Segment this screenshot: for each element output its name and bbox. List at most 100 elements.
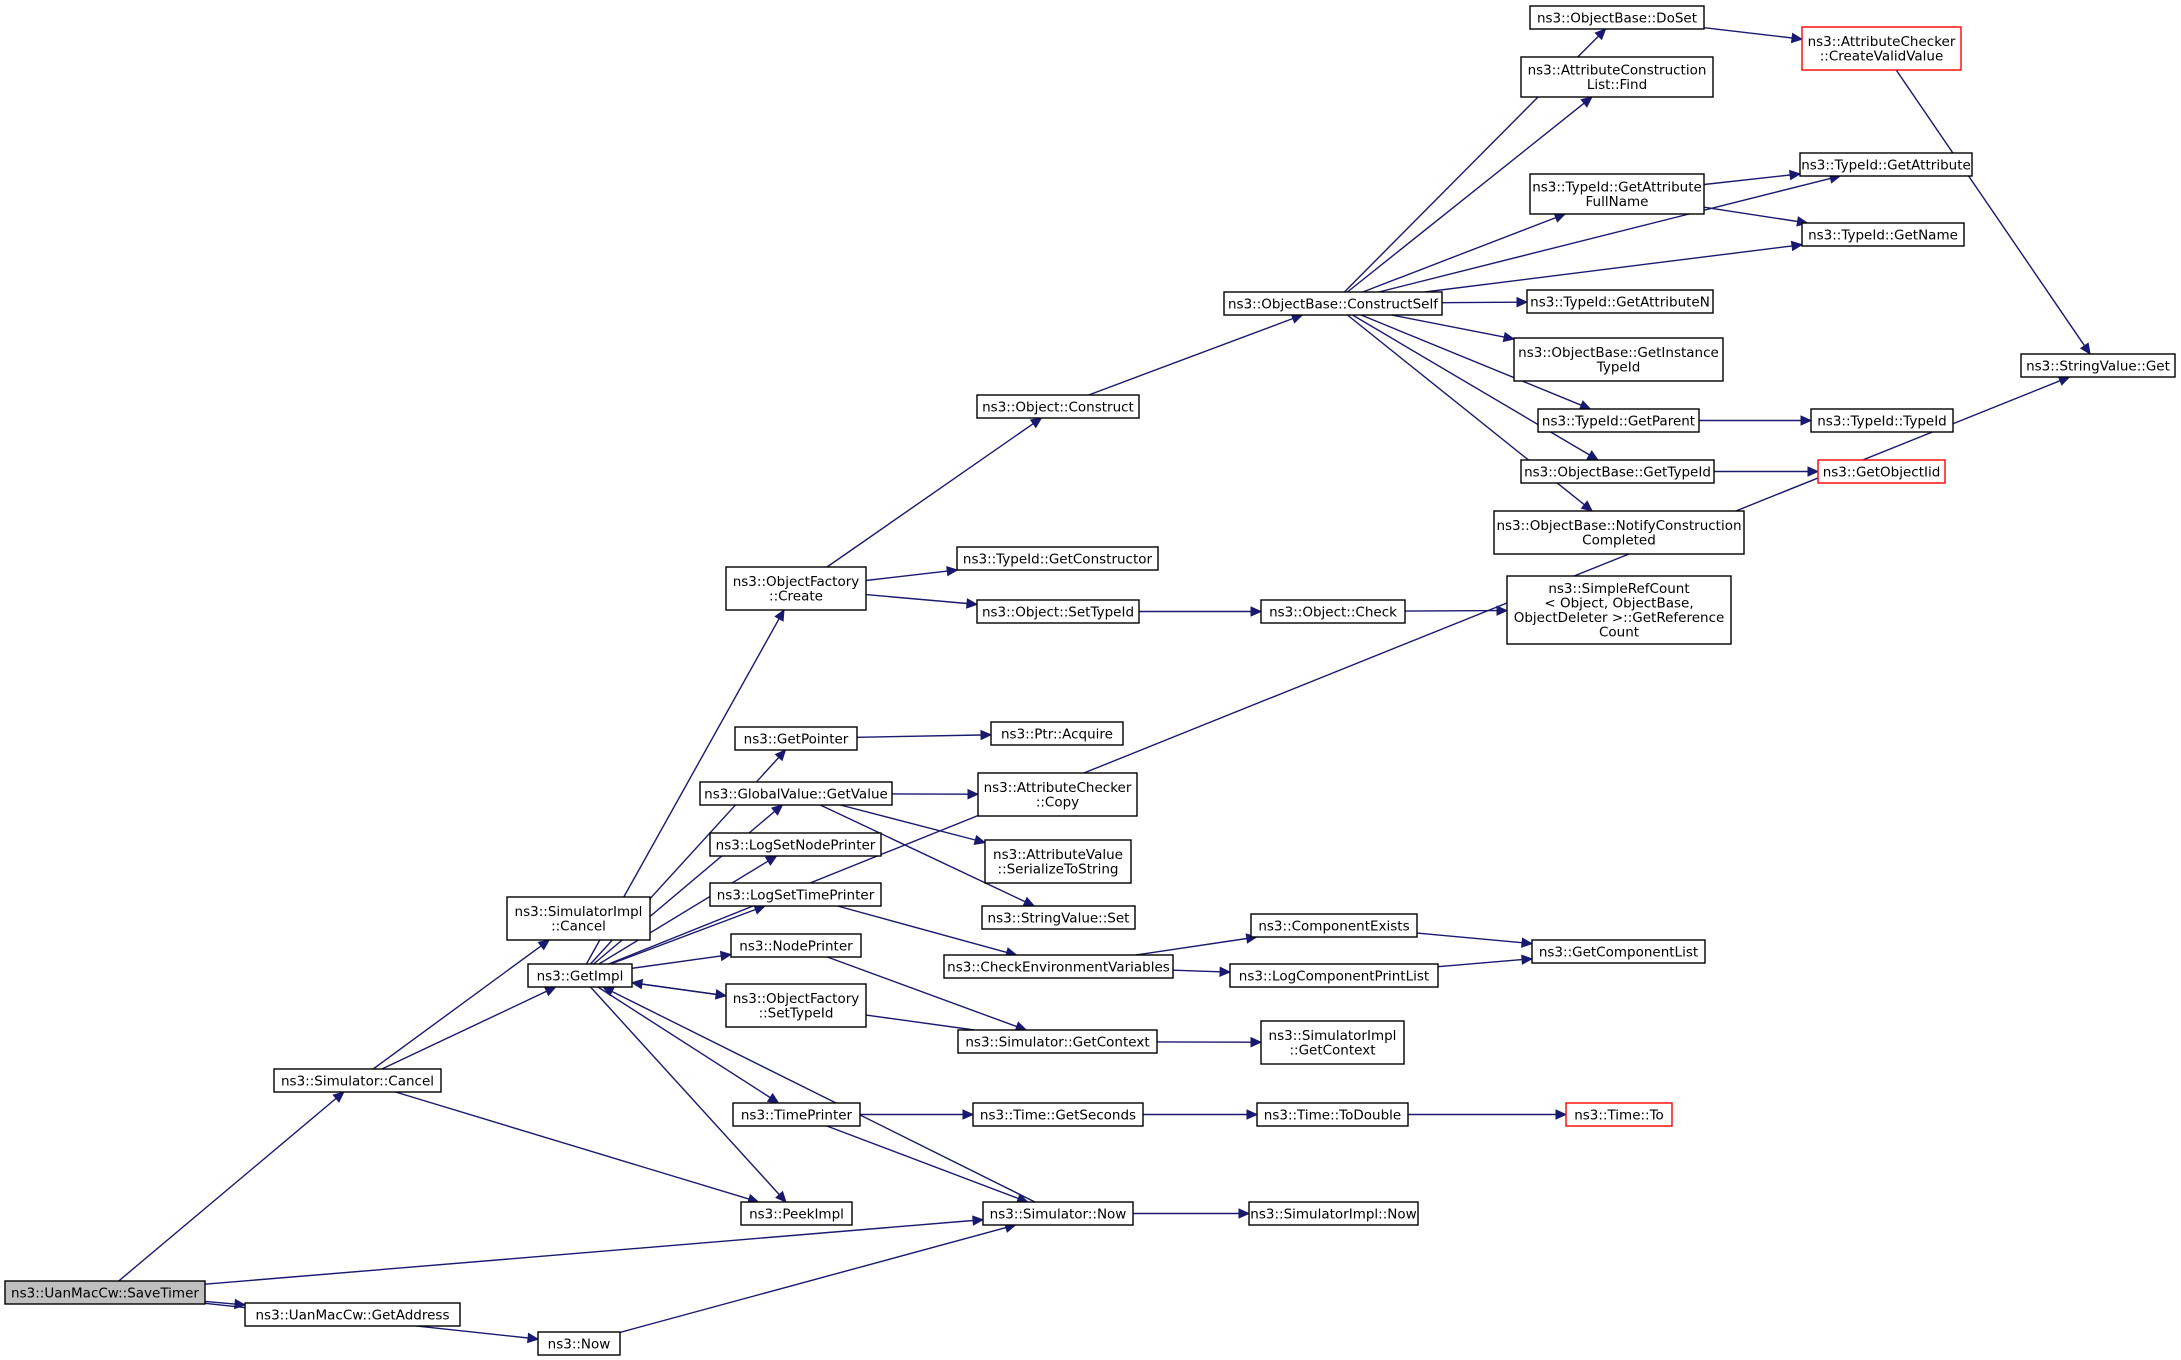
node-OBNotify[interactable]: ns3::ObjectBase::NotifyConstructionCompl… [1493, 510, 1745, 555]
node-TimeGetSeconds[interactable]: ns3::Time::GetSeconds [972, 1102, 1144, 1127]
node-box[interactable] [1801, 26, 1962, 71]
node-SimCancel[interactable]: ns3::Simulator::Cancel [273, 1068, 442, 1093]
node-OFCreate[interactable]: ns3::ObjectFactory::Create [725, 566, 867, 611]
node-box[interactable] [4, 1280, 206, 1305]
node-box[interactable] [1260, 1020, 1405, 1065]
node-SRCGetRefCount[interactable]: ns3::SimpleRefCount< Object, ObjectBase,… [1506, 575, 1732, 645]
node-OFSetTypeId[interactable]: ns3::ObjectFactory::SetTypeId [725, 983, 867, 1028]
node-box[interactable] [1817, 459, 1946, 484]
node-box[interactable] [1493, 510, 1745, 555]
node-box[interactable] [981, 905, 1136, 930]
node-box[interactable] [1799, 152, 1973, 177]
node-ObjSetTypeId[interactable]: ns3::Object::SetTypeId [976, 599, 1140, 624]
node-SVSet[interactable]: ns3::StringValue::Set [981, 905, 1136, 930]
node-SimImplNow[interactable]: ns3::SimulatorImpl::Now [1248, 1201, 1419, 1226]
node-box[interactable] [537, 1331, 621, 1356]
node-TIGetParent[interactable]: ns3::TypeId::GetParent [1537, 408, 1700, 433]
node-OBGetTypeId[interactable]: ns3::ObjectBase::GetTypeId [1520, 459, 1715, 484]
node-TIGetAttribute[interactable]: ns3::TypeId::GetAttribute [1799, 152, 1973, 177]
node-SaveTimer[interactable]: ns3::UanMacCw::SaveTimer [4, 1280, 206, 1305]
node-box[interactable] [1537, 408, 1700, 433]
node-TimePrinter[interactable]: ns3::TimePrinter [732, 1102, 861, 1127]
node-SimNow[interactable]: ns3::Simulator::Now [982, 1201, 1134, 1226]
node-CheckEnv[interactable]: ns3::CheckEnvironmentVariables [943, 954, 1174, 979]
node-ACCreateValidValue[interactable]: ns3::AttributeChecker::CreateValidValue [1801, 26, 1962, 71]
node-LogSetTimePrinter[interactable]: ns3::LogSetTimePrinter [709, 882, 882, 907]
node-box[interactable] [984, 839, 1132, 884]
node-box[interactable] [709, 882, 882, 907]
node-box[interactable] [1520, 459, 1715, 484]
node-box[interactable] [976, 599, 1140, 624]
node-box[interactable] [1256, 1102, 1409, 1127]
node-box[interactable] [982, 1201, 1134, 1226]
node-SimImplGetContext[interactable]: ns3::SimulatorImpl::GetContext [1260, 1020, 1405, 1065]
node-box[interactable] [1529, 173, 1705, 215]
node-TIGetConstructor[interactable]: ns3::TypeId::GetConstructor [956, 546, 1159, 571]
node-box[interactable] [1248, 1201, 1419, 1226]
node-box[interactable] [976, 394, 1140, 419]
node-box[interactable] [1250, 913, 1418, 938]
node-LogCompPrintList[interactable]: ns3::LogComponentPrintList [1229, 963, 1439, 988]
node-ObjCheck[interactable]: ns3::Object::Check [1260, 599, 1406, 624]
node-GetPointer[interactable]: ns3::GetPointer [734, 726, 858, 751]
node-box[interactable] [1526, 289, 1714, 314]
node-TimeTo[interactable]: ns3::Time::To [1565, 1102, 1673, 1127]
node-box[interactable] [699, 781, 893, 806]
node-box[interactable] [1801, 222, 1965, 247]
node-LogSetNodePrinter[interactable]: ns3::LogSetNodePrinter [709, 832, 882, 857]
node-box[interactable] [1506, 575, 1732, 645]
node-box[interactable] [725, 983, 867, 1028]
node-box[interactable] [1223, 291, 1443, 316]
node-box[interactable] [943, 954, 1174, 979]
node-TIGetName[interactable]: ns3::TypeId::GetName [1801, 222, 1965, 247]
node-box[interactable] [990, 721, 1124, 746]
node-box[interactable] [1810, 408, 1954, 433]
node-Now[interactable]: ns3::Now [537, 1331, 621, 1356]
node-box[interactable] [957, 1029, 1158, 1054]
node-box[interactable] [1531, 939, 1706, 964]
node-box[interactable] [709, 832, 882, 857]
node-box[interactable] [740, 1201, 853, 1226]
node-box[interactable] [730, 933, 862, 958]
node-SimGetContext[interactable]: ns3::Simulator::GetContext [957, 1029, 1158, 1054]
node-GetComponentList[interactable]: ns3::GetComponentList [1531, 939, 1706, 964]
node-box[interactable] [972, 1102, 1144, 1127]
node-TimeToDouble[interactable]: ns3::Time::ToDouble [1256, 1102, 1409, 1127]
node-SimImplCancel[interactable]: ns3::SimulatorImpl::Cancel [506, 896, 651, 941]
node-box[interactable] [734, 726, 858, 751]
node-ObjConstruct[interactable]: ns3::Object::Construct [976, 394, 1140, 419]
node-box[interactable] [2020, 353, 2176, 378]
node-box[interactable] [527, 963, 633, 988]
node-box[interactable] [732, 1102, 861, 1127]
node-NodePrinter[interactable]: ns3::NodePrinter [730, 933, 862, 958]
node-box[interactable] [244, 1302, 461, 1327]
node-box[interactable] [725, 566, 867, 611]
node-GetAddress[interactable]: ns3::UanMacCw::GetAddress [244, 1302, 461, 1327]
node-OBConstructSelf[interactable]: ns3::ObjectBase::ConstructSelf [1223, 291, 1443, 316]
node-TIGetAttributeN[interactable]: ns3::TypeId::GetAttributeN [1526, 289, 1714, 314]
node-box[interactable] [506, 896, 651, 941]
node-box[interactable] [1520, 56, 1714, 98]
node-box[interactable] [1565, 1102, 1673, 1127]
node-box[interactable] [273, 1068, 442, 1093]
node-ComponentExists[interactable]: ns3::ComponentExists [1250, 913, 1418, 938]
node-PtrAcquire[interactable]: ns3::Ptr::Acquire [990, 721, 1124, 746]
node-GetImpl[interactable]: ns3::GetImpl [527, 963, 633, 988]
node-box[interactable] [1260, 599, 1406, 624]
node-SVGet[interactable]: ns3::StringValue::Get [2020, 353, 2176, 378]
node-box[interactable] [977, 772, 1138, 817]
node-AVSerialize[interactable]: ns3::AttributeValue::SerializeToString [984, 839, 1132, 884]
node-box[interactable] [956, 546, 1159, 571]
node-box[interactable] [1529, 5, 1705, 30]
node-PeekImpl[interactable]: ns3::PeekImpl [740, 1201, 853, 1226]
node-ACCopy[interactable]: ns3::AttributeChecker::Copy [977, 772, 1138, 817]
node-OBDoSet[interactable]: ns3::ObjectBase::DoSet [1529, 5, 1705, 30]
node-TITypeId[interactable]: ns3::TypeId::TypeId [1810, 408, 1954, 433]
node-box[interactable] [1513, 337, 1724, 382]
node-GVGetValue[interactable]: ns3::GlobalValue::GetValue [699, 781, 893, 806]
node-box[interactable] [1229, 963, 1439, 988]
node-GetObjectIid[interactable]: ns3::GetObjectIid [1817, 459, 1946, 484]
